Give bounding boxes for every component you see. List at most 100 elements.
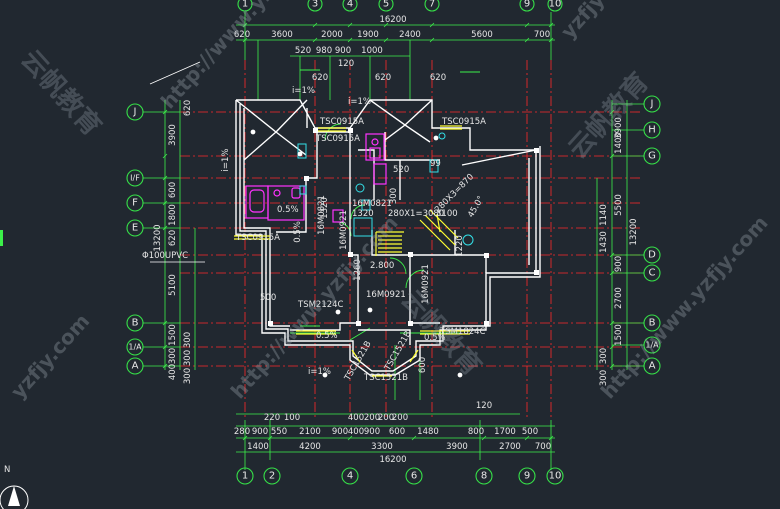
svg-text:B: B [649,318,656,329]
dim-left: 620 [168,230,178,246]
dim-bottom: 200 [378,413,394,423]
svg-text:5: 5 [383,0,389,10]
north-arrow [0,485,29,509]
dim-top: 3600 [271,30,293,40]
label-note: 3100 [436,209,458,219]
dim-left: 300 [183,332,193,348]
axis-bubble: J [126,103,144,121]
label-angle: 45.0° [466,194,486,219]
axis-bubble: D [643,246,661,264]
dim-top: 620 [312,73,328,83]
label-window: TSC1521B [363,373,408,383]
axis-bubble: 7 [424,0,440,12]
dim-left: 300 [183,368,193,384]
svg-text:C: C [649,268,656,279]
axis-bubble: A [126,357,144,375]
label-percent: 0.5% [316,331,338,341]
label-percent: 0.5% [277,205,299,215]
svg-text:4: 4 [347,471,353,482]
axis-bubble: 4 [342,0,358,12]
label-window: TSC0915A [441,117,486,127]
dim-right: 2700 [614,287,624,309]
dim-left: 1800 [168,204,178,226]
svg-text:I/F: I/F [130,174,140,183]
dim-right: 1140 [599,204,609,226]
axis-bubble: 2 [263,467,281,485]
dim-bottom: 3300 [371,442,393,452]
svg-text:10: 10 [549,0,562,10]
svg-text:4: 4 [347,0,353,10]
dim-left: 400 [168,364,178,380]
svg-text:6: 6 [411,471,417,482]
watermark: 云帆教育 [15,44,108,142]
svg-text:9: 9 [524,0,530,10]
dimension-text-bottom: 16200 1400 4200 3300 3900 2700 700 280 9… [234,401,551,465]
dim-bottom: 400 [348,413,364,423]
watermark: yzfjy.com [6,309,94,403]
dimension-lines [162,12,628,470]
dim-left: 300 [168,348,178,364]
svg-text:9: 9 [524,471,530,482]
svg-text:A: A [649,361,656,372]
svg-text:1/A: 1/A [128,343,142,352]
dim-right: 300 [599,370,609,386]
label-door: TSM2124C [297,300,344,310]
label-slope: i=1% [292,86,315,96]
watermark: http://www.yzfjy.com [156,0,333,113]
svg-text:D: D [648,250,656,261]
dim-bottom-total: 16200 [379,455,406,465]
cyan-fixtures [297,132,474,246]
label-door: 16M0821 [317,195,327,235]
axis-bubble: 6 [405,467,423,485]
dim-left: 5100 [168,274,178,296]
dim-bottom: 500 [522,427,538,437]
dim-interior: 1220 [455,235,465,257]
label-percent: 0.5% [293,221,303,243]
dim-top: 620 [430,73,446,83]
dim-bottom: 900 [364,427,380,437]
dimension-text-top: 16200 620 3600 2000 1900 2400 5600 700 5… [234,15,550,83]
axis-bubble: H [643,121,661,139]
svg-text:10: 10 [549,471,562,482]
svg-text:1: 1 [242,0,248,10]
dimension-text-interior: 520 99 1320 1260 1220 500 600 300 [260,159,465,373]
axis-bubble: 1 [236,467,254,485]
dim-top: 700 [534,30,550,40]
dim-interior: 500 [260,293,276,303]
dim-bottom: 1700 [494,427,516,437]
svg-text:E: E [132,223,138,234]
label-pipe: Φ100UPVC [142,251,188,261]
dim-bottom: 550 [271,427,287,437]
axis-bubble: 10 [546,467,564,485]
axis-bubble: 9 [518,467,536,485]
label-slope: i=1% [221,149,231,172]
label-door: 16M0921 [421,264,431,304]
dimension-text-right: 13200 3900 5500 1400 900 2700 1500 300 3… [599,117,639,386]
axis-bubble: B [126,314,144,332]
dimension-text-left: 3900 600 1800 620 13200 5100 1500 300 40… [153,100,330,384]
dim-bottom: 200 [392,413,408,423]
dim-bottom: 1480 [417,427,439,437]
dim-right: 5500 [614,194,624,216]
dim-bottom: 900 [332,427,348,437]
drain-symbols [149,61,463,378]
dim-right: 300 [599,348,609,364]
dim-right: 13200 [629,218,639,245]
svg-text:1: 1 [242,471,248,482]
label-door: TSM1824C [439,327,486,337]
label-slope: i=1% [348,97,371,107]
axis-bubble: E [126,219,144,237]
dim-bottom: 120 [476,401,492,411]
dim-top: 620 [234,30,250,40]
dim-bottom: 900 [252,427,268,437]
dim-interior: 520 [393,165,409,175]
axis-leaders [143,103,644,367]
dim-interior: 600 [418,357,428,373]
label-percent: 0.5% [424,333,446,343]
watermark: yzfjy [556,0,609,43]
dim-right: 1400 [614,132,624,154]
dim-bottom: 4200 [299,442,321,452]
dim-top: 620 [375,73,391,83]
label-elevation: 2.800 [370,261,394,271]
dim-bottom: 2100 [299,427,321,437]
